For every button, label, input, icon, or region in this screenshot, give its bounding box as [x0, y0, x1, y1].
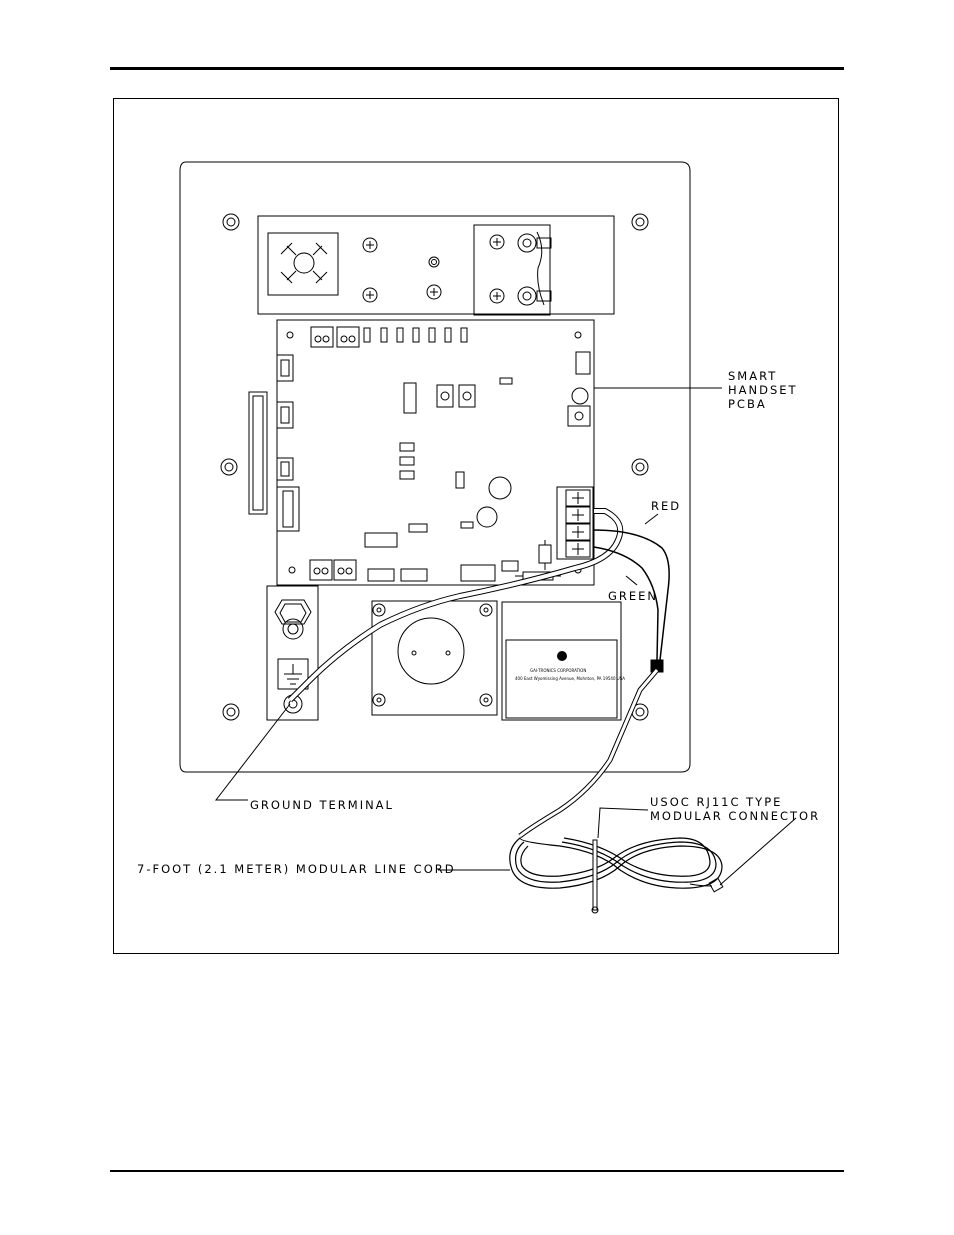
connector-callout-line-2: MODULAR CONNECTOR — [650, 809, 821, 823]
speaker-screws — [372, 603, 493, 707]
green-leader — [625, 575, 638, 586]
pcb-jumper-row — [363, 327, 468, 343]
red-wire-callout: RED — [651, 499, 682, 513]
pcb-board — [276, 319, 595, 586]
top-rule — [110, 67, 844, 70]
hookswitch-bracket — [257, 215, 615, 315]
connector-callout: USOC RJ11C TYPE MODULAR CONNECTOR — [650, 795, 820, 823]
side-connector — [248, 391, 268, 515]
ground-bracket — [266, 585, 319, 721]
pcba-callout-line-1: SMART — [728, 369, 778, 383]
green-wire — [593, 546, 659, 661]
red-leader — [644, 513, 659, 525]
back-plate — [179, 161, 691, 773]
pcb-terminal-blocks-top — [310, 326, 360, 348]
connector-callout-line-1: USOC RJ11C TYPE — [650, 795, 783, 809]
pcb-terminal-blocks-bottom — [309, 559, 428, 582]
pcba-callout: SMART HANDSET PCBA — [728, 369, 798, 411]
company-plate-name: GAI-TRONICS CORPORATION — [530, 668, 586, 673]
company-plate — [501, 601, 622, 721]
pcba-callout-line-3: PCBA — [728, 397, 767, 411]
hookswitch-plate — [473, 224, 551, 316]
green-wire-callout: GREEN — [608, 589, 659, 603]
ground-terminal-callout: GROUND TERMINAL — [250, 798, 394, 812]
red-wire — [593, 529, 670, 661]
pcba-callout-line-2: HANDSET — [728, 383, 798, 397]
company-logo — [557, 651, 567, 661]
bracket-screws — [362, 237, 442, 303]
rj11-connector — [708, 877, 724, 893]
plate-mounting-holes — [220, 213, 649, 721]
ground-nut — [274, 599, 312, 625]
figure-frame — [113, 98, 839, 954]
bottom-rule — [110, 1170, 844, 1172]
hookswitch-actuator — [280, 242, 328, 284]
line-cord-coil — [509, 836, 723, 889]
line-terminal-block — [556, 486, 594, 560]
pcb-left-connectors — [276, 354, 300, 532]
company-plate-address: 400 East Wyomissing Avenue, Mohnton, PA … — [515, 676, 625, 681]
ground-symbol — [284, 664, 302, 685]
connector-leader — [597, 807, 797, 886]
line-cord-callout: 7-FOOT (2.1 METER) MODULAR LINE CORD — [137, 862, 456, 876]
ground-leader — [214, 703, 291, 801]
